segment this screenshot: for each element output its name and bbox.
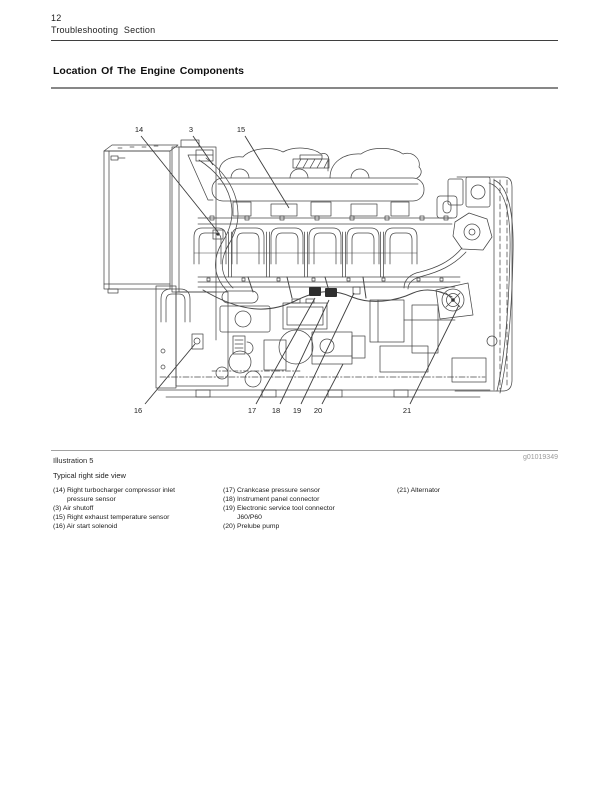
filter-group — [369, 247, 467, 373]
callout-14: 14 — [135, 125, 143, 134]
head-deck — [197, 276, 461, 288]
section-title: Troubleshooting Section — [51, 25, 156, 35]
header-divider — [51, 40, 558, 42]
exhaust-pipe — [488, 179, 514, 394]
legend-item: (21) Alternator — [397, 487, 441, 494]
legend-item: (19) Electronic service tool connector — [223, 505, 335, 512]
callout-20: 20 — [314, 406, 322, 415]
figure-caption: Typical right side view — [53, 470, 126, 480]
callout-3: 3 — [189, 125, 193, 134]
prelube-pump — [311, 331, 366, 365]
oil-pan — [157, 370, 491, 398]
legend-item: (3) Air shutoff — [53, 505, 94, 512]
legend-item: (14) Right turbocharger compressor inlet — [53, 487, 176, 494]
intake-manifold — [211, 147, 425, 202]
callout-17: 17 — [248, 406, 256, 415]
front-mount-plate — [155, 285, 229, 389]
front-housing — [215, 290, 314, 388]
manifold-brackets — [232, 195, 458, 219]
air-cleaner-box — [103, 144, 179, 294]
callout-15: 15 — [237, 125, 245, 134]
figure-code: g01019349 — [522, 453, 558, 461]
callout-16: 16 — [134, 406, 142, 415]
cylinder-head-covers — [193, 227, 418, 278]
water-pump — [452, 212, 493, 251]
alternator — [435, 282, 474, 320]
legend-item: (20) Prelube pump — [223, 523, 280, 530]
legend-column-1: (14) Right turbocharger compressor inlet… — [53, 486, 175, 531]
legend-column-3: (21) Alternator — [397, 486, 440, 495]
leader-lines — [140, 135, 460, 405]
legend-item-wrap: pressure sensor — [67, 496, 116, 503]
callout-21: 21 — [403, 406, 411, 415]
callout-18: 18 — [272, 406, 280, 415]
illustration-label: Illustration 5 — [53, 456, 94, 465]
legend-item: (15) Right exhaust temperature sensor — [53, 514, 170, 521]
instrument-panel-box — [282, 298, 328, 330]
page-number: 12 — [51, 13, 62, 23]
callout-labels: 14 3 15 16 17 18 19 20 21 — [134, 125, 411, 415]
callout-19: 19 — [293, 406, 301, 415]
legend-item-wrap: J60/P60 — [237, 514, 262, 521]
legend-item: (16) Air start solenoid — [53, 523, 118, 530]
engine-diagram: 14 3 15 16 17 18 19 20 21 — [103, 125, 514, 415]
legend-item: (17) Crankcase pressure sensor — [223, 487, 321, 494]
page-title: Location Of The Engine Components — [53, 65, 244, 77]
rocker-rail — [197, 215, 453, 225]
sensor-connectors — [309, 286, 361, 297]
heading-divider — [51, 86, 558, 89]
legend-column-2: (17) Crankcase pressure sensor (18) Inst… — [223, 486, 335, 531]
legend-item: (18) Instrument panel connector — [223, 496, 320, 503]
illustration-divider — [51, 449, 558, 451]
